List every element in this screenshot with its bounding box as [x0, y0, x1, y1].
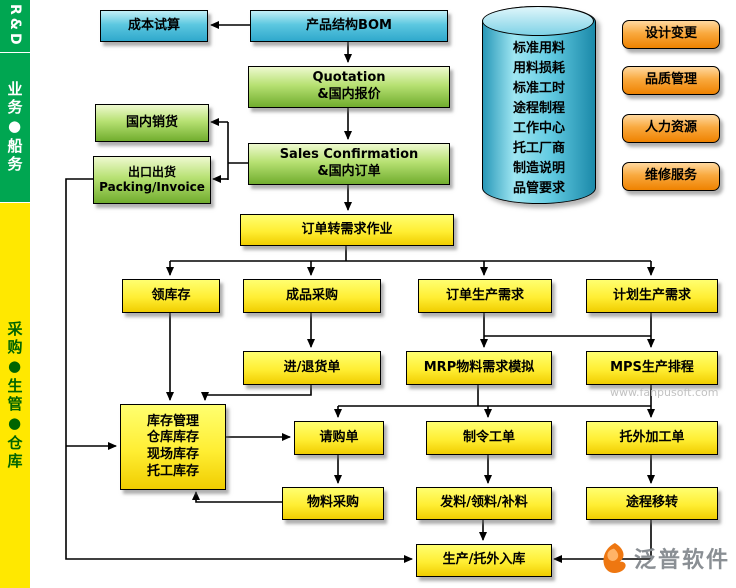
- node-export-shipping: 出口出货 Packing/Invoice: [93, 156, 211, 204]
- node-purchase-requisition: 请购单: [294, 421, 384, 455]
- sidebar-band-purchasing-label: 采购●生管●仓库: [5, 320, 24, 471]
- node-order-production-demand: 订单生产需求: [418, 279, 552, 313]
- node-domestic-sales: 国内销货: [95, 104, 209, 142]
- node-cost-estimate: 成本试算: [100, 10, 208, 42]
- watermark-text: www.fanpusoft.com: [610, 386, 719, 399]
- node-quotation: Quotation &国内报价: [248, 66, 450, 108]
- node-finished-goods-purchase: 成品采购: [243, 279, 381, 313]
- sidebar-band-business-label: 业务●船务: [5, 81, 24, 174]
- cylinder-top: [482, 6, 594, 36]
- node-planned-production-demand: 计划生产需求: [586, 279, 718, 313]
- sidebar-band-purchasing: 采购●生管●仓库: [0, 203, 30, 588]
- fanpu-logo: 泛普软件: [598, 540, 730, 576]
- node-product-bom: 产品结构BOM: [250, 10, 448, 42]
- node-material-purchase: 物料采购: [282, 487, 384, 520]
- node-outsourcing-order: 托外加工单: [586, 421, 718, 455]
- cylinder-text: 标准用料 用料损耗 标准工时 途程制程 工作中心 托工厂商 制造说明 品管要求: [512, 41, 565, 196]
- node-mrp-simulation: MRP物料需求模拟: [406, 351, 552, 385]
- node-pick-inventory: 领库存: [122, 279, 220, 313]
- menu-button-design-change[interactable]: 设计变更: [622, 20, 720, 49]
- menu-button-hr[interactable]: 人力资源: [622, 114, 720, 143]
- menu-button-quality[interactable]: 品质管理: [622, 66, 720, 95]
- fanpu-logo-text: 泛普软件: [634, 548, 731, 573]
- node-inventory-management: 库存管理 仓库库存 现场库存 托工库存: [120, 404, 226, 490]
- node-mps-scheduling: MPS生产排程: [586, 351, 718, 385]
- node-material-issue: 发料/领料/补料: [416, 487, 552, 520]
- master-data-cylinder: 标准用料 用料损耗 标准工时 途程制程 工作中心 托工厂商 制造说明 品管要求: [482, 6, 596, 204]
- sidebar-band-business: 业务●船务: [0, 53, 30, 202]
- node-route-transfer: 途程移转: [586, 487, 718, 520]
- node-order-to-demand: 订单转需求作业: [240, 214, 454, 246]
- node-production-receipt: 生产/托外入库: [416, 544, 552, 577]
- menu-button-maintenance[interactable]: 维修服务: [622, 162, 720, 191]
- sidebar-band-rd-label: R&D: [7, 4, 23, 48]
- node-sales-confirmation: Sales Confirmation &国内订单: [248, 143, 450, 185]
- node-work-order: 制令工单: [426, 421, 552, 455]
- node-receipt-return: 进/退货单: [243, 351, 381, 385]
- fanpu-logo-icon: [603, 542, 626, 574]
- sidebar-band-rd: R&D: [0, 0, 30, 52]
